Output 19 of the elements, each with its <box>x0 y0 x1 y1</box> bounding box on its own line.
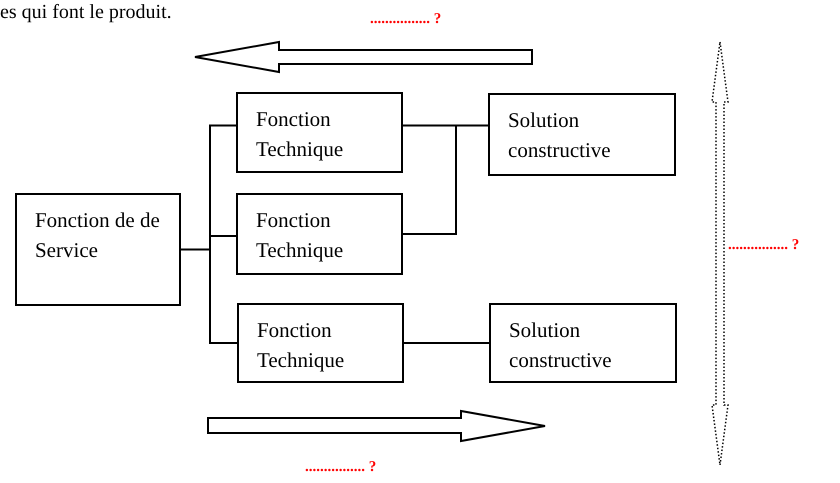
box-label: Fonction Technique <box>256 106 344 163</box>
box-label: Solution constructive <box>508 107 612 164</box>
process-box <box>489 303 677 383</box>
box-label: Solution constructive <box>509 317 613 374</box>
connector-line <box>404 342 489 344</box>
process-box <box>236 92 403 173</box>
connector-line <box>181 248 237 344</box>
fill-in-blank: ................ ? <box>728 236 800 255</box>
process-box <box>15 193 181 306</box>
process-box <box>237 303 404 383</box>
process-box <box>236 193 403 275</box>
fill-in-blank: ................ ? <box>305 458 376 477</box>
box-label: Fonction de de Service <box>35 207 160 264</box>
connector-line <box>403 124 488 235</box>
box-label: Fonction Technique <box>256 207 344 264</box>
body-text: es qui font le produit. <box>0 0 172 25</box>
fill-in-blank: ................ ? <box>370 10 442 29</box>
box-label: Fonction Technique <box>257 317 346 374</box>
process-box <box>488 93 676 176</box>
